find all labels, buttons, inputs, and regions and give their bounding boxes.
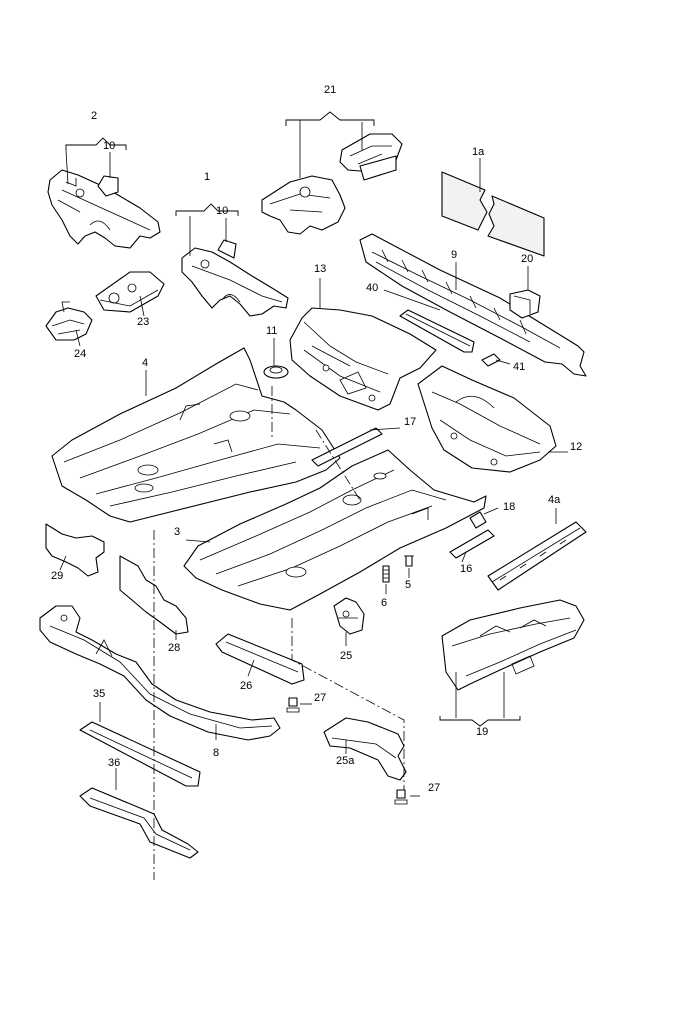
callout-17: 17 — [404, 416, 416, 428]
callout-4: 4 — [142, 357, 148, 369]
part-18-clip[interactable] — [469, 511, 487, 529]
callout-20: 20 — [521, 253, 533, 265]
part-29-insulation[interactable] — [45, 523, 105, 577]
callout-9: 9 — [451, 249, 457, 261]
callout-40: 40 — [366, 282, 378, 294]
part-25-bracket[interactable] — [333, 597, 365, 635]
part-4-front-floor-pan[interactable] — [51, 347, 341, 523]
leader-17 — [369, 427, 401, 431]
part-27-bolt-lower[interactable] — [394, 789, 408, 805]
part-11-plug[interactable] — [263, 365, 289, 379]
part-13-rear-floor-pan[interactable] — [289, 307, 437, 411]
bracket-19 — [439, 716, 521, 727]
part-17-strip[interactable] — [311, 427, 383, 467]
part-27-bolt-upper[interactable] — [286, 697, 300, 713]
leader-29 — [59, 555, 67, 571]
part-23-bracket[interactable] — [95, 271, 165, 313]
callout-13: 13 — [314, 263, 326, 275]
callout-1: 1 — [204, 171, 210, 183]
part-26-rail[interactable] — [215, 633, 305, 685]
part-3-center-floor-pan[interactable] — [183, 449, 487, 611]
part-19-side-member[interactable] — [441, 599, 585, 691]
leader-16 — [461, 551, 467, 563]
part-24-bracket[interactable] — [45, 301, 93, 341]
bracket-21 — [285, 111, 375, 126]
leader-2-10 — [65, 149, 111, 185]
callout-21: 21 — [324, 84, 336, 96]
callout-4a: 4a — [548, 494, 561, 506]
callout-25a: 25a — [336, 755, 355, 767]
part-4a-sill[interactable] — [487, 521, 587, 591]
part-41-clip[interactable] — [481, 353, 501, 367]
callout-23: 23 — [137, 316, 149, 328]
part-12-spare-wheel-well[interactable] — [417, 365, 557, 473]
callout-36: 36 — [108, 757, 120, 769]
leader-24 — [75, 329, 81, 347]
callout-8: 8 — [213, 747, 219, 759]
bracket-2 — [65, 137, 127, 150]
leader-26 — [247, 659, 255, 677]
callout-3: 3 — [174, 526, 180, 538]
callout-6: 6 — [381, 597, 387, 609]
part-40-strip[interactable] — [399, 309, 475, 353]
part-1-cross-member[interactable] — [181, 239, 289, 317]
callout-35: 35 — [93, 688, 105, 700]
callout-19: 19 — [476, 726, 488, 738]
centerline-b — [291, 618, 405, 790]
leader-21 — [299, 120, 363, 178]
callout-12: 12 — [570, 441, 582, 453]
centerline-d — [315, 429, 361, 501]
leader-1-10 — [189, 216, 227, 256]
callout-1a: 1a — [472, 146, 485, 158]
callout-10b: 10 — [216, 205, 228, 217]
leader-40 — [383, 289, 441, 311]
callout-16: 16 — [460, 563, 472, 575]
callout-28: 28 — [168, 642, 180, 654]
callout-18: 18 — [503, 501, 515, 513]
callout-5: 5 — [405, 579, 411, 591]
part-35-cross-bar[interactable] — [79, 721, 201, 787]
part-1a-insulation-mat[interactable] — [441, 171, 545, 257]
leader-18 — [483, 507, 499, 515]
part-2-cross-member[interactable] — [47, 169, 161, 249]
part-36-jacking-member[interactable] — [79, 787, 199, 859]
part-5-bolt[interactable] — [404, 555, 414, 567]
leader-41 — [495, 359, 511, 365]
callout-2: 2 — [91, 110, 97, 122]
part-6-stud[interactable] — [382, 565, 390, 583]
leader-3 — [185, 539, 211, 543]
callout-labels: 2 10 21 1a 1 10 9 20 13 40 23 24 11 41 4… — [51, 84, 582, 794]
callout-11: 11 — [266, 325, 277, 337]
callout-26: 26 — [240, 680, 252, 692]
callout-27b: 27 — [428, 782, 440, 794]
bracket-1 — [175, 203, 239, 216]
part-8-longitudinal-member[interactable] — [39, 605, 281, 741]
callout-10a: 10 — [103, 140, 115, 152]
part-21-cross-member[interactable] — [261, 133, 403, 235]
part-28-insulation[interactable] — [119, 555, 189, 635]
callout-25: 25 — [340, 650, 352, 662]
leader-19 — [455, 672, 505, 718]
callout-29: 29 — [51, 570, 63, 582]
callout-24: 24 — [74, 348, 86, 360]
callout-27a: 27 — [314, 692, 326, 704]
part-16-strip[interactable] — [449, 529, 495, 559]
part-9-rear-cross-panel[interactable] — [359, 233, 587, 377]
callout-41: 41 — [513, 361, 525, 373]
leader-23 — [139, 295, 145, 317]
part-25a-bracket[interactable] — [323, 717, 407, 781]
